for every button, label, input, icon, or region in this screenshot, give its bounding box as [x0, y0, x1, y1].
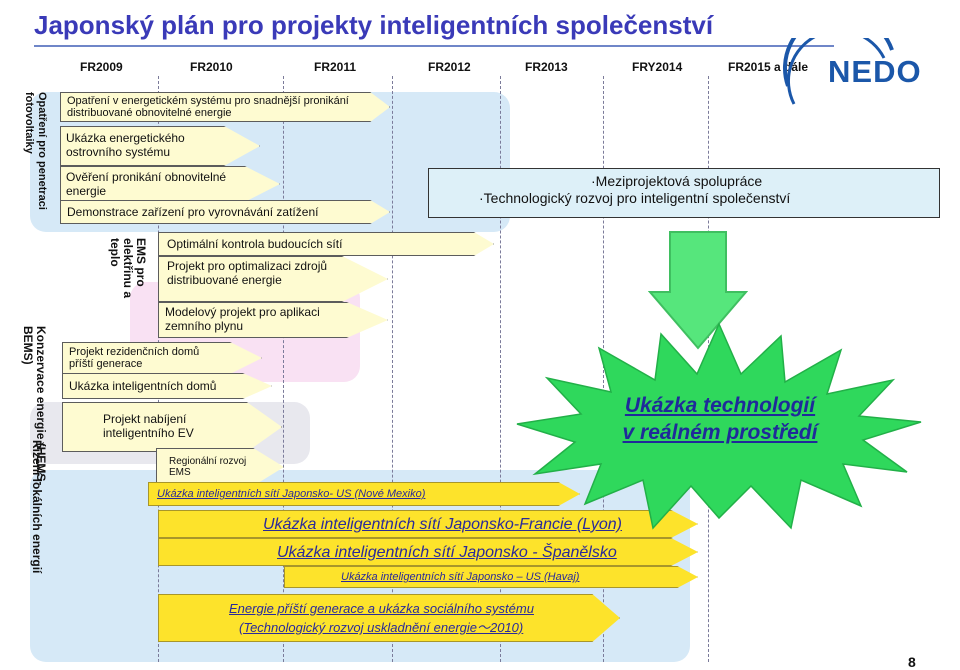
- renewable-penetration-box: Ověření pronikání obnovitelné energie: [60, 166, 280, 202]
- year-divider: [283, 76, 284, 662]
- load-balancing-label: Demonstrace zařízení pro vyrovnávání zat…: [67, 205, 319, 219]
- smart-homes-label: Ukázka inteligentních domů: [69, 379, 217, 393]
- spain-label: Ukázka inteligentních sítí Japonsko - Šp…: [277, 544, 617, 561]
- regional-ems-label: Regionální rozvoj EMS: [169, 456, 247, 478]
- load-balancing-arrow: Demonstrace zařízení pro vyrovnávání zat…: [60, 200, 390, 224]
- nedo-logo-icon: [782, 38, 894, 105]
- year-divider: [500, 76, 501, 662]
- real-world-demo-text: Ukázka technologií v reálném prostředí: [560, 392, 880, 446]
- flow-down-arrow-icon: [648, 231, 748, 350]
- next-gen-energy-line-1: Energie příští generace a ukázka sociáln…: [229, 601, 534, 616]
- us-hawaii-arrow: Ukázka inteligentních sítí Japonsko – US…: [284, 566, 698, 588]
- region-label-local: Řízení lokálních energií: [30, 440, 44, 574]
- us-newmexico-arrow: Ukázka inteligentních sítí Japonsko- US …: [148, 482, 580, 506]
- region-label-pv: Opatření pro penetraci fotovoltaiky: [23, 92, 48, 210]
- year-divider: [603, 76, 604, 662]
- grid-measures-label: Opatření v energetickém systému pro snad…: [67, 95, 349, 119]
- distributed-resources-label: Projekt pro optimalizaci zdrojů distribu…: [167, 259, 328, 287]
- cooperation-line-2: ·Technologický rozvoj pro inteligentní s…: [479, 190, 791, 206]
- nedo-logo-text: NEDO: [828, 54, 922, 89]
- renewable-penetration-label: Ověření pronikání obnovitelné energie: [66, 170, 227, 198]
- island-system-box: Ukázka energetického ostrovního systému: [60, 126, 260, 166]
- page-title: Japonský plán pro projekty inteligentníc…: [34, 10, 714, 40]
- real-world-line-2: v reálném prostředí: [622, 421, 818, 444]
- grid-measures-arrow: Opatření v energetickém systému pro snad…: [60, 92, 390, 122]
- ev-charging-label: Projekt nabíjení inteligentního EV: [103, 412, 194, 440]
- year-fr2009: FR2009: [80, 60, 123, 74]
- year-fr2011: FR2011: [314, 60, 357, 74]
- cooperation-box: ·Meziprojektová spolupráce ·Technologick…: [428, 168, 940, 218]
- region-label-conservation: Konzervace energie (HEMS- BEMS): [21, 326, 48, 486]
- spain-arrow: Ukázka inteligentních sítí Japonsko - Šp…: [158, 538, 698, 566]
- next-gen-energy-line-2: (Technologický rozvoj uskladnění energie…: [239, 620, 524, 635]
- year-fr2012: FR2012: [428, 60, 471, 74]
- france-lyon-arrow: Ukázka inteligentních sítí Japonsko-Fran…: [158, 510, 698, 538]
- future-grid-control-arrow: Optimální kontrola budoucích sítí: [158, 232, 494, 256]
- natural-gas-label: Modelový projekt pro aplikaci zemního pl…: [165, 305, 320, 333]
- france-lyon-label: Ukázka inteligentních sítí Japonsko-Fran…: [263, 516, 622, 533]
- us-hawaii-label: Ukázka inteligentních sítí Japonsko – US…: [341, 571, 580, 583]
- starburst-shape: [516, 322, 922, 530]
- ev-charging-box: Projekt nabíjení inteligentního EV: [62, 402, 282, 452]
- us-newmexico-label: Ukázka inteligentních sítí Japonsko- US …: [157, 488, 426, 500]
- smart-homes-box: Ukázka inteligentních domů: [62, 373, 272, 399]
- future-grid-control-label: Optimální kontrola budoucích sítí: [167, 237, 343, 251]
- year-fr2010: FR2010: [190, 60, 233, 74]
- year-divider: [392, 76, 393, 662]
- real-world-line-1: Ukázka technologií: [624, 394, 816, 417]
- title-divider: [34, 45, 834, 47]
- cooperation-line-1: ·Meziprojektová spolupráce: [591, 173, 763, 189]
- distributed-resources-box: Projekt pro optimalizaci zdrojů distribu…: [158, 256, 388, 302]
- year-fr2013: FR2013: [525, 60, 568, 74]
- year-fry2014: FRY2014: [632, 60, 683, 74]
- next-gen-energy-arrow: Energie příští generace a ukázka sociáln…: [158, 594, 620, 642]
- regional-ems-box: Regionální rozvoj EMS: [156, 448, 284, 486]
- page-number: 8: [908, 654, 916, 670]
- region-label-ems: EMS pro elektřinu a teplo: [108, 238, 148, 299]
- natural-gas-box: Modelový projekt pro aplikaci zemního pl…: [158, 302, 388, 338]
- next-gen-houses-label: Projekt rezidenčních domů příští generac…: [69, 346, 200, 370]
- island-system-label: Ukázka energetického ostrovního systému: [66, 131, 185, 159]
- next-gen-houses-box: Projekt rezidenčních domů příští generac…: [62, 342, 262, 374]
